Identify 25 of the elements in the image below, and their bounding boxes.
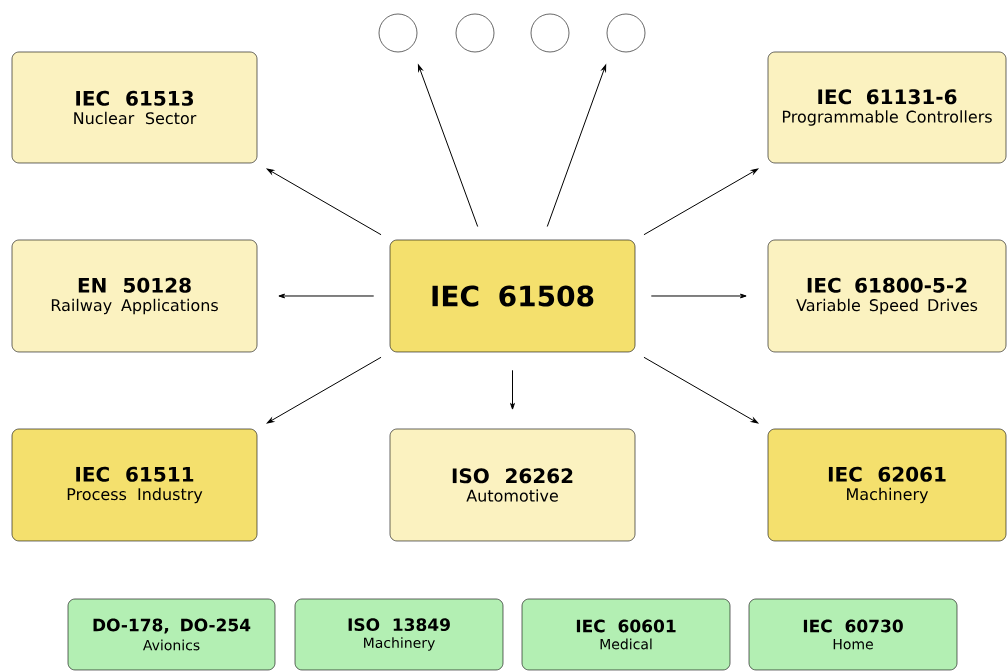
arrow bbox=[266, 168, 382, 236]
standard-box: ISO 13849 Machinery bbox=[294, 598, 504, 671]
standard-box: EN 50128 Railway Applications bbox=[11, 239, 258, 353]
standard-box: IEC 62061 Machinery bbox=[767, 428, 1007, 542]
standard-box: DO-178, DO-254 Avionics bbox=[67, 598, 276, 671]
arrow bbox=[643, 356, 759, 424]
standard-box: IEC 60601 Medical bbox=[521, 598, 731, 671]
arrow bbox=[643, 168, 759, 236]
standard-box: IEC 61513 Nuclear Sector bbox=[11, 51, 258, 164]
arrow bbox=[546, 64, 607, 227]
arrow bbox=[650, 293, 747, 299]
standard-box: IEC 61508 bbox=[389, 239, 636, 353]
arrow bbox=[278, 293, 375, 299]
empty-circle bbox=[530, 13, 570, 53]
arrow bbox=[266, 356, 382, 424]
standard-box: IEC 61800-5-2 Variable Speed Drives bbox=[767, 239, 1007, 353]
standard-box: ISO 26262 Automotive bbox=[389, 428, 636, 542]
arrow bbox=[417, 64, 479, 228]
empty-circle bbox=[455, 13, 495, 53]
empty-circle bbox=[378, 13, 418, 53]
empty-circle bbox=[606, 13, 646, 53]
standard-box: IEC 61511 Process Industry bbox=[11, 428, 258, 542]
arrow bbox=[510, 369, 515, 410]
standard-box: IEC 61131-6 Programmable Controllers bbox=[767, 51, 1007, 164]
standard-box: IEC 60730 Home bbox=[748, 598, 958, 671]
